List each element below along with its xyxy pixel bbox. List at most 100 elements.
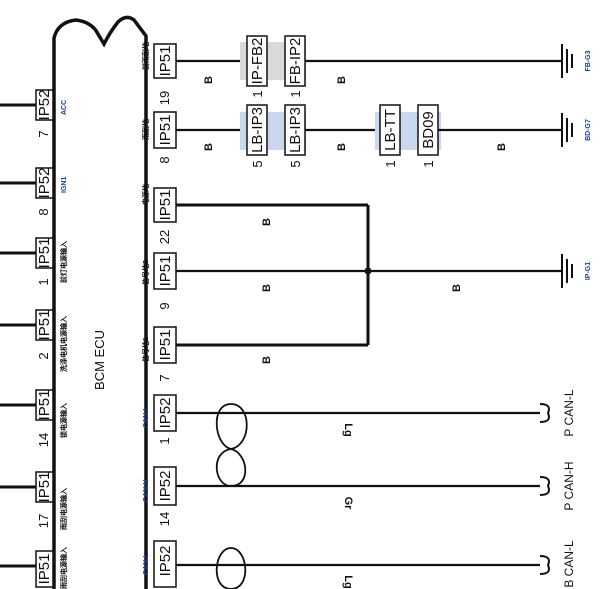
- right-pin-4-number: 7: [157, 374, 172, 381]
- can-label-p-can-h: P CAN-H: [562, 461, 576, 510]
- left-pin-4-number: 14: [36, 433, 51, 447]
- left-pin-0: IP52 7 ACC: [0, 89, 68, 138]
- right-pin-3: IP51 9 信号地2: [141, 252, 177, 310]
- right-pin-7-connector: IP52: [157, 546, 174, 577]
- left-pin-4-signal: 锁电源输入: [59, 403, 68, 439]
- ecu-boundary: [52, 15, 148, 589]
- right-pin-2-number: 22: [157, 230, 172, 244]
- splice-fb-ip2-pin: 1: [288, 90, 303, 97]
- wire-color-ip-4: B: [451, 284, 463, 292]
- splice-fb-ip2: FB-IP2: [287, 38, 304, 85]
- can-label-b-can-l: B CAN-L: [562, 540, 576, 588]
- right-pin-1-number: 8: [157, 156, 172, 163]
- splice-bd09-pin: 1: [421, 160, 436, 167]
- splice-lb-ip3-b-pin: 5: [288, 160, 303, 167]
- continuation-arrow-icon: [539, 476, 550, 496]
- left-pin-1-signal: IGN1: [61, 177, 68, 193]
- right-pin-6-number: 14: [157, 512, 172, 526]
- right-pin-2: IP51 22 电源地: [141, 184, 177, 244]
- left-pin-5-number: 17: [36, 514, 51, 528]
- right-pin-2-signal: 电源地: [141, 184, 150, 205]
- left-pin-3-signal: 洗涤电机电源输入: [59, 316, 68, 372]
- right-pin-0-number: 19: [157, 91, 172, 105]
- right-pin-3-connector: IP51: [157, 256, 174, 287]
- circuit-fb-g3: IP-FB2 1 FB-IP2 1 B B FB-G3: [176, 35, 592, 98]
- left-pin-1-number: 8: [36, 208, 51, 215]
- ground-icon: [561, 44, 573, 78]
- right-pin-4: IP51 7 信号地1: [141, 326, 177, 382]
- splice-ip-fb2: IP-FB2: [249, 38, 266, 85]
- splice-junction: [364, 267, 372, 275]
- left-pin-6-connector: IP51: [36, 554, 53, 585]
- continuation-arrow-icon: [539, 403, 550, 423]
- right-pin-5-signal: CAN-L: [143, 406, 150, 428]
- can-bus: Lg Gr Lg P CAN-L P CAN-H B CAN-L: [176, 389, 576, 589]
- wire-color-fb-2: B: [336, 76, 348, 84]
- left-pin-3-number: 2: [36, 352, 51, 359]
- circuit-bd-g7: LB-IP3 5 LB-IP3 5 LB-TT 1 BD09 1 B B B B…: [176, 104, 592, 168]
- twisted-pair-icon: [215, 403, 248, 487]
- left-pin-2: IP51 1 前灯电源输入: [0, 237, 68, 286]
- right-pin-6-connector: IP52: [157, 471, 174, 502]
- right-pin-0-signal: 前雨刮地: [141, 42, 150, 70]
- right-pin-7: IP52 CAN-L: [143, 540, 177, 588]
- wire-color-can-2: Gr: [342, 497, 354, 511]
- wire-color-can-1: Lg: [342, 423, 354, 436]
- twisted-pair-icon: [215, 547, 247, 589]
- can-label-p-can-l: P CAN-L: [562, 389, 576, 436]
- splice-lb-tt-pin: 1: [383, 160, 398, 167]
- left-pin-4-connector: IP51: [36, 390, 53, 421]
- wire-color-ip-3: B: [261, 356, 273, 364]
- left-pin-3: IP51 2 洗涤电机电源输入: [0, 309, 68, 372]
- right-pin-6-signal: CAN-H: [143, 479, 150, 502]
- left-pin-0-connector: IP52: [36, 90, 53, 121]
- wire-color-bd-3: B: [496, 143, 508, 151]
- wire-color-bd-2: B: [336, 143, 348, 151]
- wire-color-fb-1: B: [203, 76, 215, 84]
- right-pin-1-signal: 雨刮地: [141, 119, 150, 140]
- splice-lb-ip3-a: LB-IP3: [249, 107, 266, 153]
- right-pin-3-number: 9: [157, 302, 172, 309]
- right-pin-5: IP52 1 CAN-L: [143, 394, 177, 445]
- ground-icon: [561, 113, 573, 147]
- left-pin-1-connector: IP52: [36, 168, 53, 199]
- right-pin-6: IP52 14 CAN-H: [143, 466, 177, 526]
- ecu-name: BCM ECU: [92, 330, 107, 390]
- left-pin-2-number: 1: [36, 278, 51, 285]
- continuation-arrow-icon: [539, 555, 550, 575]
- right-pin-1-connector: IP51: [157, 115, 174, 146]
- wire-color-bd-1: B: [203, 143, 215, 151]
- splice-lb-tt: LB-TT: [382, 109, 399, 151]
- left-pin-2-connector: IP51: [36, 238, 53, 269]
- left-pin-6: IP51 雨刮电源输入: [0, 547, 68, 589]
- right-pin-5-connector: IP52: [157, 398, 174, 429]
- right-pin-4-signal: 信号地1: [141, 337, 150, 362]
- left-pin-0-signal: ACC: [61, 100, 68, 115]
- left-pin-5-connector: IP51: [36, 472, 53, 503]
- splice-lb-ip3-b: LB-IP3: [287, 107, 304, 153]
- left-pin-2-signal: 前灯电源输入: [59, 241, 68, 283]
- left-pin-5: IP51 17 雨刮电源输入: [0, 471, 68, 530]
- left-pin-5-signal: 雨刮电源输入: [59, 488, 68, 530]
- left-pin-4: IP51 14 锁电源输入: [0, 389, 68, 447]
- right-pin-2-connector: IP51: [157, 190, 174, 221]
- right-pin-7-signal: CAN-L: [143, 553, 150, 575]
- right-pin-3-signal: 信号地2: [141, 260, 150, 285]
- wire-color-can-3: Lg: [342, 575, 354, 588]
- right-pin-0: IP51 19 前雨刮地: [141, 42, 177, 105]
- ground-fb-g3: FB-G3: [585, 50, 592, 71]
- left-pin-1: IP52 8 IGN1: [0, 167, 68, 216]
- right-pin-0-connector: IP51: [157, 46, 174, 77]
- right-pin-4-connector: IP51: [157, 330, 174, 361]
- splice-ip-fb2-pin: 1: [250, 90, 265, 97]
- ground-ip-g1: IP-G1: [585, 262, 592, 280]
- left-pin-3-connector: IP51: [36, 310, 53, 341]
- splice-bd09: BD09: [420, 111, 437, 149]
- ground-icon: [561, 254, 573, 288]
- left-pin-0-number: 7: [36, 130, 51, 137]
- circuit-ip-g1: B B B B IP-G1: [176, 203, 592, 364]
- wire-color-ip-1: B: [261, 218, 273, 226]
- right-pin-5-number: 1: [157, 437, 172, 444]
